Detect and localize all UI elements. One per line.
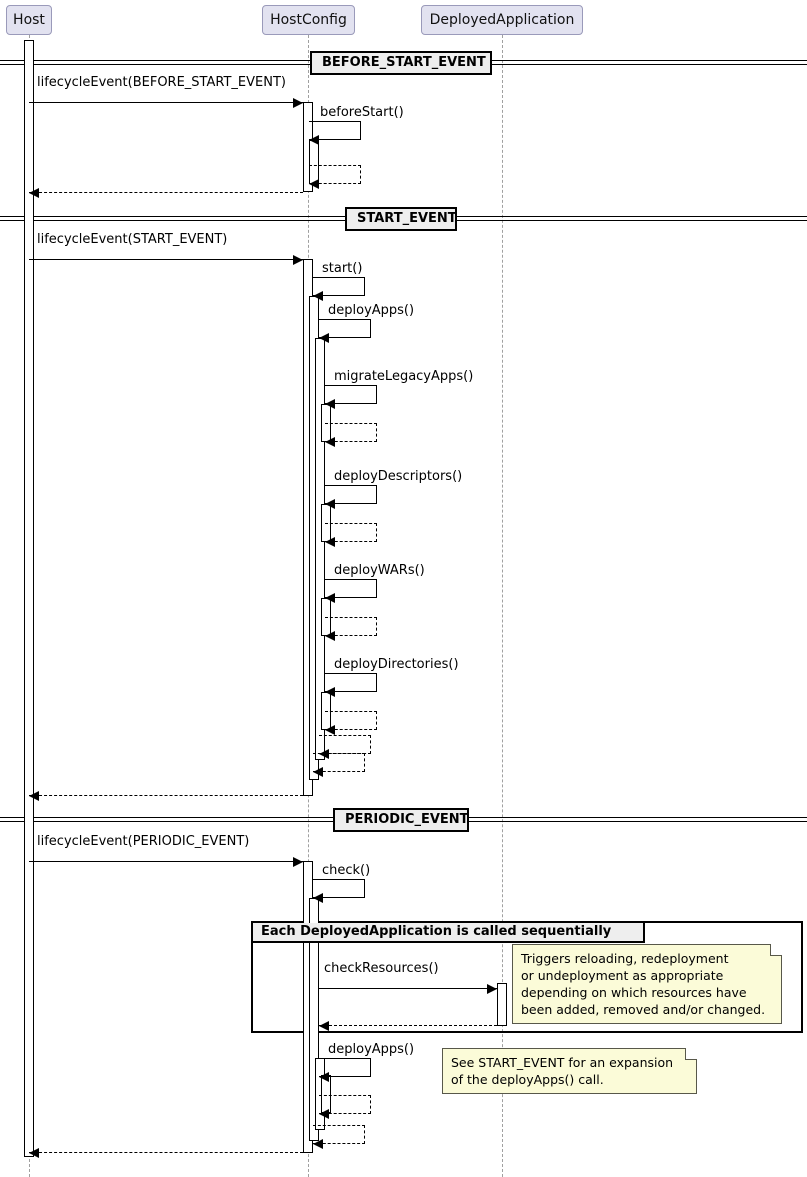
message-label: deployApps() — [328, 303, 415, 318]
self-message-arrowhead — [325, 499, 335, 509]
message-arrowhead — [29, 791, 39, 801]
self-message-arrowhead — [325, 437, 335, 447]
self-message-arrowhead — [309, 179, 319, 189]
self-message-bracket — [325, 523, 377, 542]
message-arrowhead — [293, 857, 303, 867]
self-message-arrowhead — [313, 1139, 323, 1149]
self-message-arrowhead — [325, 631, 335, 641]
self-message-arrowhead — [319, 333, 329, 343]
self-message-bracket — [325, 385, 377, 404]
message-line-return — [29, 1152, 303, 1153]
message-label: start() — [322, 261, 363, 276]
self-message-bracket — [319, 319, 371, 338]
self-message-bracket — [309, 165, 361, 184]
message-line-return — [29, 192, 303, 193]
self-message-bracket — [313, 277, 365, 296]
message-label: beforeStart() — [320, 105, 404, 120]
self-message-arrowhead — [325, 399, 335, 409]
message-line-call — [319, 988, 497, 989]
note-box: Triggers reloading, redeployment or unde… — [512, 944, 782, 1024]
self-message-arrowhead — [325, 537, 335, 547]
message-label: lifecycleEvent(PERIODIC_EVENT) — [37, 834, 250, 849]
group-fragment — [251, 921, 803, 1033]
self-message-bracket — [325, 617, 377, 636]
activation-bar — [497, 983, 507, 1026]
self-message-bracket — [319, 1058, 371, 1077]
group-fragment-label: Each DeployedApplication is called seque… — [253, 923, 645, 943]
self-message-arrowhead — [313, 893, 323, 903]
note-text: See START_EVENT for an expansion of the … — [451, 1055, 674, 1087]
self-message-arrowhead — [313, 767, 323, 777]
message-arrowhead — [487, 984, 497, 994]
self-message-arrowhead — [319, 749, 329, 759]
self-message-arrowhead — [319, 1109, 329, 1119]
self-message-bracket — [309, 121, 361, 140]
message-label: deployDescriptors() — [334, 469, 463, 484]
message-arrowhead — [319, 1021, 329, 1031]
section-divider-label: BEFORE_START_EVENT — [310, 51, 492, 75]
self-message-bracket — [325, 579, 377, 598]
message-label: deployWARs() — [334, 563, 425, 578]
message-line-call — [29, 102, 303, 103]
message-arrowhead — [29, 1148, 39, 1158]
message-label: migrateLegacyApps() — [334, 369, 474, 384]
self-message-arrowhead — [325, 725, 335, 735]
activation-bar — [24, 40, 34, 1157]
self-message-bracket — [325, 485, 377, 504]
self-message-bracket — [325, 711, 377, 730]
message-label: checkResources() — [324, 961, 439, 976]
note-fold-corner — [685, 1048, 697, 1060]
self-message-bracket — [313, 1125, 365, 1144]
self-message-bracket — [325, 673, 377, 692]
self-message-bracket — [313, 753, 365, 772]
message-label: check() — [322, 863, 371, 878]
self-message-arrowhead — [309, 135, 319, 145]
self-message-arrowhead — [325, 593, 335, 603]
message-arrowhead — [293, 98, 303, 108]
lifeline-deployedapplication — [502, 35, 503, 1177]
self-message-arrowhead — [319, 1072, 329, 1082]
self-message-arrowhead — [313, 291, 323, 301]
message-label: deployDirectories() — [334, 657, 459, 672]
section-divider-label: PERIODIC_EVENT — [333, 808, 469, 832]
self-message-bracket — [313, 879, 365, 898]
note-box: See START_EVENT for an expansion of the … — [442, 1048, 697, 1094]
participant-hostconfig[interactable]: HostConfig — [262, 5, 355, 35]
note-text: Triggers reloading, redeployment or unde… — [521, 951, 766, 1017]
message-line-return — [319, 1025, 497, 1026]
section-divider-label: START_EVENT — [345, 207, 457, 231]
message-line-call — [29, 259, 303, 260]
self-message-arrowhead — [325, 687, 335, 697]
self-message-bracket — [325, 423, 377, 442]
message-label: lifecycleEvent(START_EVENT) — [37, 232, 228, 247]
participant-host[interactable]: Host — [6, 5, 52, 35]
message-arrowhead — [29, 188, 39, 198]
message-line-call — [29, 861, 303, 862]
message-label: lifecycleEvent(BEFORE_START_EVENT) — [37, 75, 286, 90]
self-message-bracket — [319, 1095, 371, 1114]
note-fold-corner — [770, 944, 782, 956]
message-arrowhead — [293, 255, 303, 265]
message-label: deployApps() — [328, 1042, 415, 1057]
participant-deployedapplication[interactable]: DeployedApplication — [421, 5, 583, 35]
message-line-return — [29, 795, 303, 796]
